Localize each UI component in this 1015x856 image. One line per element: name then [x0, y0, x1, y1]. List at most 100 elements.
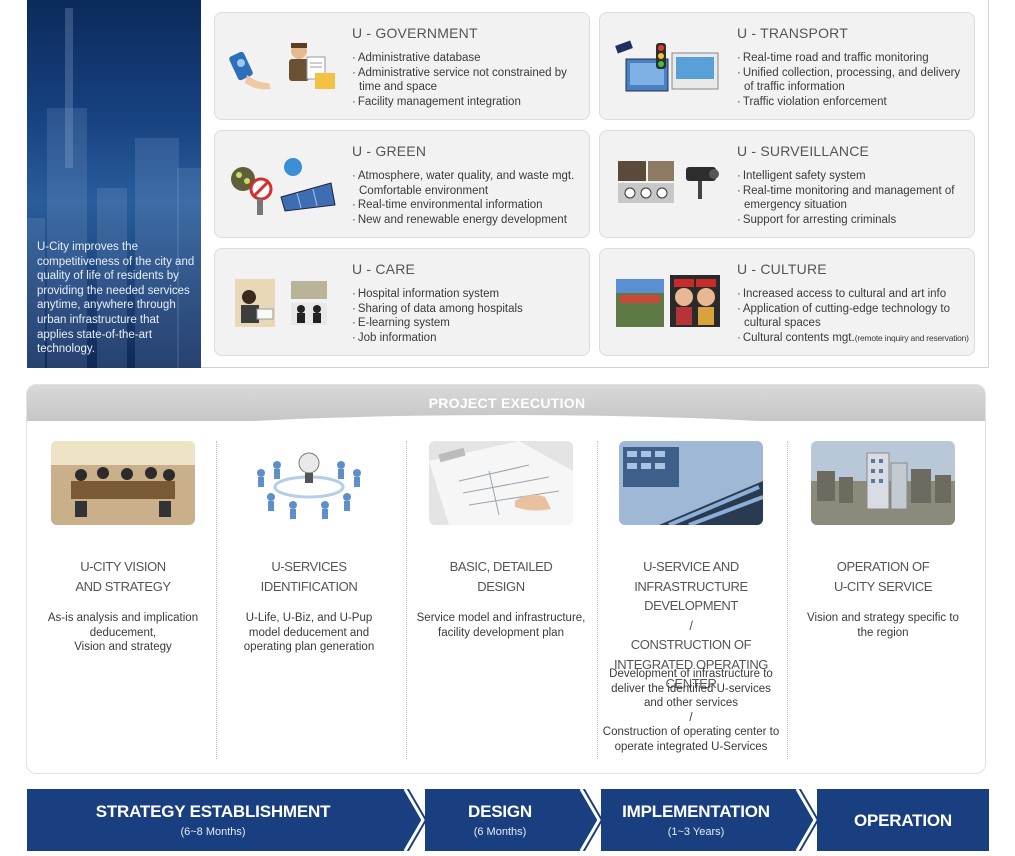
- step-desc-line: Vision and strategy specific to: [807, 612, 959, 624]
- service-item: Sharing of data among hospitals: [352, 302, 584, 317]
- city-aerial-photo: [811, 441, 955, 525]
- phase-duration: (6~8 Months): [180, 826, 246, 838]
- service-item: Increased access to cultural and art inf…: [737, 287, 969, 302]
- step-desc-line: Service model and infrastructure,: [416, 612, 586, 624]
- step-name: OPERATION OF U-CITY SERVICE: [789, 557, 977, 596]
- step-name-line: IDENTIFICATION: [260, 578, 358, 594]
- step-vision-strategy: U-CITY VISION AND STRATEGY As-is analysi…: [29, 441, 217, 771]
- service-items: Increased access to cultural and art inf…: [737, 287, 969, 345]
- service-item: Facility management integration: [352, 95, 584, 110]
- phase-duration: (6 Months): [473, 826, 527, 838]
- step-name-separator: /: [689, 617, 693, 633]
- service-card-culture: U - CULTURE Increased access to cultural…: [599, 248, 975, 356]
- service-item: Real-time monitoring and management of e…: [737, 184, 969, 213]
- service-item: Unified collection, processing, and deli…: [737, 66, 969, 95]
- step-name-line: OPERATION OF: [836, 559, 930, 574]
- surveillance-illustration: [618, 161, 719, 203]
- phase-strategy: STRATEGY ESTABLISHMENT (6~8 Months): [27, 789, 399, 851]
- step-operation: OPERATION OF U-CITY SERVICE Vision and s…: [789, 441, 977, 771]
- service-item: Atmosphere, water quality, and waste mgt…: [352, 169, 584, 198]
- transport-illustration: [615, 40, 719, 92]
- step-desc-line: operate integrated U-Services: [614, 740, 768, 753]
- u-city-services-section: U-City improves the competitiveness of t…: [27, 0, 989, 368]
- service-title: U - TRANSPORT: [737, 25, 848, 41]
- phase-operation: OPERATION: [817, 789, 989, 851]
- service-card-government: U - GOVERNMENT Administrative database A…: [214, 12, 590, 120]
- service-items: Atmosphere, water quality, and waste mgt…: [352, 169, 584, 227]
- phase-design: DESIGN (6 Months): [425, 789, 575, 851]
- phase-duration: (1~3 Years): [667, 826, 725, 838]
- step-name-line: DESIGN: [477, 578, 525, 594]
- step-desc-line: Vision and strategy: [74, 641, 172, 654]
- service-item: Traffic violation enforcement: [737, 95, 969, 110]
- step-desc-line: Construction of operating center to: [602, 726, 780, 739]
- step-name-line: U-CITY SERVICE: [834, 578, 932, 594]
- step-description: Development of infrastructure to deliver…: [597, 667, 785, 755]
- step-name-line: AND STRATEGY: [75, 578, 171, 594]
- service-item: Cultural contents mgt.(remote inquiry an…: [737, 331, 969, 346]
- service-card-care: U - CARE Hospital information system Sha…: [214, 248, 590, 356]
- service-item: Application of cutting-edge technology t…: [737, 302, 969, 331]
- step-description: As-is analysis and implication deducemen…: [29, 611, 217, 655]
- step-name: U-SERVICES IDENTIFICATION: [215, 557, 403, 596]
- phase-title: OPERATION: [853, 811, 952, 830]
- step-desc-line: and other services: [644, 697, 738, 710]
- service-item: Administrative database: [352, 51, 584, 66]
- green-illustration: [231, 158, 336, 215]
- service-item: E-learning system: [352, 316, 584, 331]
- step-name-line: U-CITY VISION: [80, 559, 166, 574]
- service-items: Hospital information system Sharing of d…: [352, 287, 584, 345]
- chevron-right-icon: [791, 789, 819, 851]
- step-name-line: BASIC, DETAILED: [449, 559, 553, 574]
- step-desc-line: Development of infrastructure to: [609, 668, 773, 680]
- step-desc-line: deducement,: [89, 626, 157, 639]
- service-item: Real-time road and traffic monitoring: [737, 51, 969, 66]
- step-desc-line: facility development plan: [438, 626, 564, 639]
- service-title: U - SURVEILLANCE: [737, 143, 870, 159]
- blueprint-photo: [429, 441, 573, 525]
- step-name-line: CONSTRUCTION OF: [630, 637, 752, 652]
- step-description: Service model and infrastructure, facili…: [407, 611, 595, 640]
- step-implementation: U-SERVICE AND INFRASTRUCTURE DEVELOPMENT…: [597, 441, 785, 771]
- chevron-right-icon: [399, 789, 427, 851]
- step-desc-line: /: [689, 711, 693, 724]
- service-card-transport: U - TRANSPORT Real-time road and traffic…: [599, 12, 975, 120]
- service-items: Administrative database Administrative s…: [352, 51, 584, 109]
- service-card-green: U - GREEN Atmosphere, water quality, and…: [214, 130, 590, 238]
- service-item: New and renewable energy development: [352, 213, 584, 228]
- step-desc-line: the region: [857, 626, 909, 639]
- project-execution-section: PROJECT EXECUTION U-CITY VISION AND STRA…: [26, 384, 986, 774]
- service-item: Intelligent safety system: [737, 169, 969, 184]
- step-services-identification: U-SERVICES IDENTIFICATION U-Life, U-Biz,…: [215, 441, 403, 771]
- step-desc-line: U-Life, U-Biz, and U-Pup: [245, 612, 373, 624]
- step-name-line: U-SERVICE AND: [643, 559, 739, 574]
- step-name: U-CITY VISION AND STRATEGY: [29, 557, 217, 596]
- service-items: Intelligent safety system Real-time moni…: [737, 169, 969, 227]
- step-name-line: U-SERVICES: [271, 559, 347, 574]
- network-people-illustration: [237, 441, 381, 525]
- phase-implementation: IMPLEMENTATION (1~3 Years): [601, 789, 791, 851]
- phase-title: DESIGN: [468, 802, 532, 821]
- phase-title: STRATEGY ESTABLISHMENT: [95, 802, 331, 821]
- service-item: Administrative service not constrained b…: [352, 66, 584, 95]
- step-desc-line: As-is analysis and implication: [47, 612, 199, 624]
- government-illustration: [229, 43, 335, 90]
- step-description: Vision and strategy specific to the regi…: [789, 611, 977, 640]
- service-item-text: Cultural contents mgt.: [742, 331, 855, 344]
- service-title: U - CARE: [352, 261, 416, 277]
- phase-title: IMPLEMENTATION: [622, 802, 770, 821]
- city-skyline-image: U-City improves the competitiveness of t…: [27, 0, 201, 368]
- step-basic-detailed-design: BASIC, DETAILED DESIGN Service model and…: [407, 441, 595, 771]
- service-item-note: (remote inquiry and reservation): [854, 332, 969, 343]
- service-item: Hospital information system: [352, 287, 584, 302]
- u-city-intro-text: U-City improves the competitiveness of t…: [37, 241, 195, 356]
- chevron-right-icon: [575, 789, 603, 851]
- service-card-surveillance: U - SURVEILLANCE Intelligent safety syst…: [599, 130, 975, 238]
- service-item: Job information: [352, 331, 584, 346]
- step-name: U-SERVICE AND INFRASTRUCTURE DEVELOPMENT…: [597, 557, 785, 694]
- project-execution-header: PROJECT EXECUTION: [27, 385, 985, 421]
- service-item: Real-time environmental information: [352, 198, 584, 213]
- project-execution-title: PROJECT EXECUTION: [428, 395, 586, 411]
- service-title: U - GREEN: [352, 143, 427, 159]
- step-name-line: INTEGRATED OPERATING CENTER: [613, 656, 769, 692]
